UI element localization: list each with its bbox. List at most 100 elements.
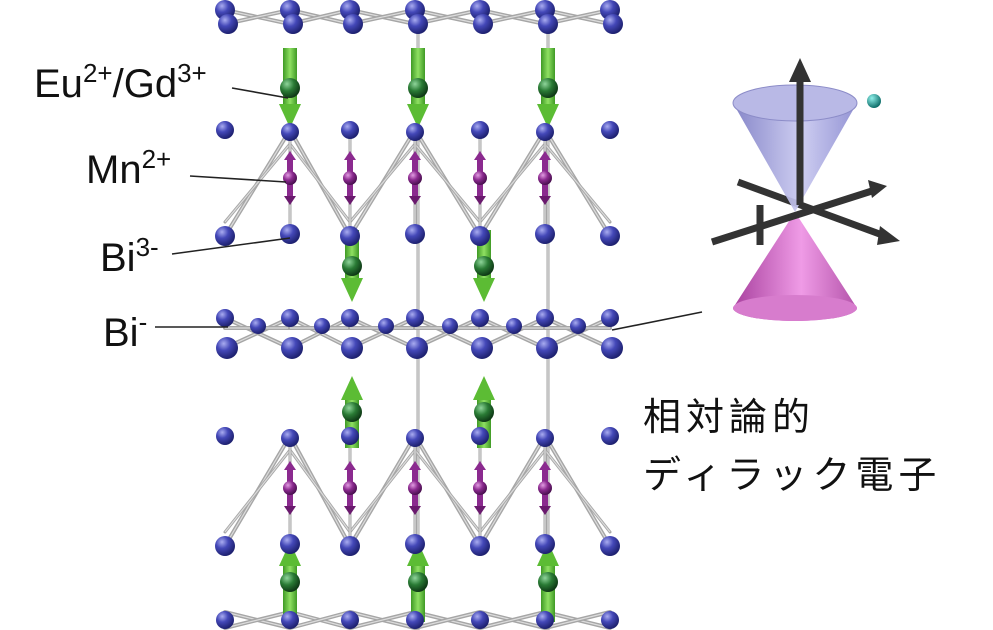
label-bi3: Bi3- (100, 232, 159, 280)
mn-spin-arrowhead (409, 151, 421, 160)
bond-highlight (544, 611, 611, 629)
bi-atom (216, 427, 234, 445)
mn-spin-arrowhead (344, 461, 356, 470)
momentum-axis-kx-arrowhead (877, 226, 900, 245)
spin-arrow-head (407, 104, 429, 128)
bi-atom (601, 611, 619, 629)
bi-atom (603, 14, 623, 34)
leader-line-cone (611, 311, 703, 331)
spin-arrow-head (341, 376, 363, 400)
lower-cone (733, 212, 857, 321)
eu-atom (538, 572, 558, 592)
leader-line-mn (189, 175, 287, 183)
energy-axis-arrowhead (789, 58, 811, 82)
bond-highlight (479, 449, 546, 533)
spin-arrows-front (283, 151, 552, 515)
bi-atom (442, 318, 458, 334)
mn-spin-arrowhead (284, 506, 296, 515)
electron-dot (867, 94, 881, 108)
mn-spin-arrowhead (474, 506, 486, 515)
bond-highlight (414, 143, 481, 223)
mn-atom (343, 171, 357, 185)
bi-atom (600, 226, 620, 246)
bi-atom (535, 534, 555, 554)
mn-atom (408, 171, 422, 185)
eu-atom (408, 572, 428, 592)
bond-highlight (414, 449, 481, 533)
spin-arrow-head (537, 104, 559, 128)
atom-layer (215, 0, 623, 629)
bi-atom (405, 224, 425, 244)
eu-atom (280, 78, 300, 98)
mn-atom (538, 171, 552, 185)
upper-cone (733, 103, 857, 212)
bond-highlight (479, 143, 546, 223)
bi-atom (281, 309, 299, 327)
bi-atom (280, 534, 300, 554)
mn-spin-arrowhead (344, 506, 356, 515)
bi-atom (340, 226, 360, 246)
bi-atom (216, 121, 234, 139)
bi-atom (215, 226, 235, 246)
bi-atom (506, 318, 522, 334)
bond-highlight (289, 449, 351, 533)
eu-atom (474, 256, 494, 276)
spin-arrow-head (537, 542, 559, 566)
bi-atom (536, 429, 554, 447)
bi-atom (341, 309, 359, 327)
bi-atom (406, 309, 424, 327)
bi-atom (471, 611, 489, 629)
mn-atom (283, 481, 297, 495)
bi-atom (601, 427, 619, 445)
mn-spin-arrowhead (539, 151, 551, 160)
eu-atom (342, 402, 362, 422)
bond-highlight (349, 143, 416, 223)
mn-spin-arrowhead (539, 506, 551, 515)
bi-atom (601, 337, 623, 359)
bi-atom (406, 123, 424, 141)
mn-spin-arrowhead (474, 461, 486, 470)
bi-atom (281, 611, 299, 629)
eu-atom (538, 78, 558, 98)
bi-atom (405, 534, 425, 554)
mn-spin-arrowhead (474, 151, 486, 160)
eu-atom (280, 572, 300, 592)
dirac-cone (710, 58, 900, 321)
bi-atom (570, 318, 586, 334)
mn-spin-arrowhead (344, 151, 356, 160)
bond-highlight (349, 449, 416, 533)
eu-atom (342, 256, 362, 276)
mn-atom (283, 171, 297, 185)
bi-atom (536, 337, 558, 359)
mn-spin-arrowhead (474, 196, 486, 205)
mn-atom (343, 481, 357, 495)
spin-arrow-head (279, 104, 301, 128)
bi-atom (406, 337, 428, 359)
spin-arrow-head (473, 376, 495, 400)
bi-atom (408, 14, 428, 34)
bi-atom (538, 14, 558, 34)
bi-atom (216, 611, 234, 629)
bi-atom (283, 14, 303, 34)
spin-arrow-head (341, 278, 363, 302)
label-mn: Mn2+ (86, 144, 172, 192)
bond-highlight (414, 611, 481, 629)
bi-atom (470, 536, 490, 556)
bi-atom (340, 536, 360, 556)
bi-atom (280, 224, 300, 244)
bi-atom (601, 309, 619, 327)
bi-atom (341, 427, 359, 445)
bi-atom (341, 611, 359, 629)
bond-highlight (479, 611, 546, 629)
momentum-axis-ky (710, 186, 877, 246)
mn-spin-arrowhead (539, 196, 551, 205)
mn-spin-arrowhead (344, 196, 356, 205)
bond-highlight (289, 143, 351, 223)
bi-atom (341, 337, 363, 359)
leader-line-bi3 (171, 237, 291, 255)
bi-atom (535, 224, 555, 244)
mn-spin-arrowhead (284, 461, 296, 470)
bond-highlight (224, 143, 291, 223)
bi-atom (215, 536, 235, 556)
label-eu-gd: Eu2+/Gd3+ (34, 58, 207, 106)
